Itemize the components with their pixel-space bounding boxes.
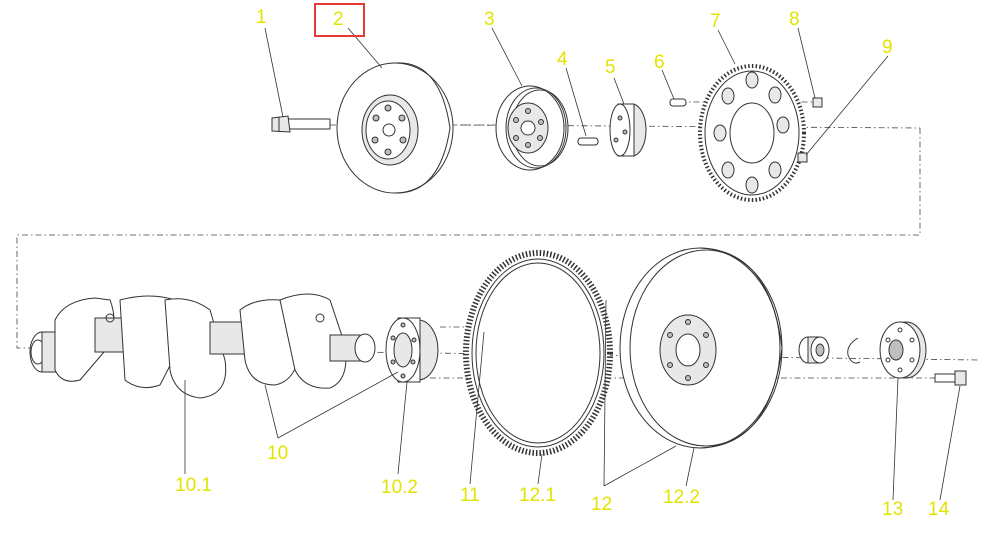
part-2-vibration-damper[interactable] — [336, 62, 454, 194]
part-12-2-flywheel[interactable] — [619, 247, 783, 449]
callout-10-2[interactable]: 10.2 — [381, 477, 418, 498]
callout-1[interactable]: 1 — [256, 7, 267, 28]
callout-3[interactable]: 3 — [484, 9, 495, 30]
part-8-bolt[interactable] — [812, 97, 823, 108]
selected-part-highlight — [314, 3, 365, 37]
part-13-cover[interactable] — [879, 321, 927, 379]
part-6-pin[interactable] — [669, 98, 687, 107]
part-3-pulley[interactable] — [495, 85, 569, 171]
circlip[interactable] — [847, 337, 861, 364]
callout-13[interactable]: 13 — [882, 499, 904, 520]
callout-9[interactable]: 9 — [882, 37, 893, 58]
part-10-1-crankshaft[interactable] — [29, 293, 376, 399]
callout-10-1[interactable]: 10.1 — [175, 475, 212, 496]
callout-5[interactable]: 5 — [605, 57, 616, 78]
part-12-1-ring-gear[interactable] — [463, 250, 613, 456]
callout-12-1[interactable]: 12.1 — [519, 485, 556, 506]
leader-lines — [184, 27, 961, 501]
callout-7[interactable]: 7 — [710, 11, 721, 32]
part-4-pin[interactable] — [577, 137, 599, 146]
callout-11[interactable]: 11 — [460, 485, 480, 506]
callout-6[interactable]: 6 — [654, 52, 665, 73]
callout-2[interactable]: 2 — [333, 9, 344, 30]
part-14-bolt[interactable] — [934, 370, 967, 386]
callout-10[interactable]: 10 — [267, 443, 289, 464]
callout-8[interactable]: 8 — [789, 9, 800, 30]
callout-14[interactable]: 14 — [928, 499, 950, 520]
part-1-bolt[interactable] — [271, 115, 331, 133]
callout-12-2[interactable]: 12.2 — [663, 487, 700, 508]
part-9-bolt[interactable] — [797, 152, 808, 163]
callout-4[interactable]: 4 — [557, 49, 568, 70]
part-10-2-crank-gear[interactable] — [385, 317, 439, 383]
part-5-hub[interactable] — [609, 103, 647, 157]
bearing[interactable] — [798, 336, 830, 364]
part-7-ring-gear[interactable] — [698, 64, 806, 202]
callout-12[interactable]: 12 — [591, 494, 613, 515]
